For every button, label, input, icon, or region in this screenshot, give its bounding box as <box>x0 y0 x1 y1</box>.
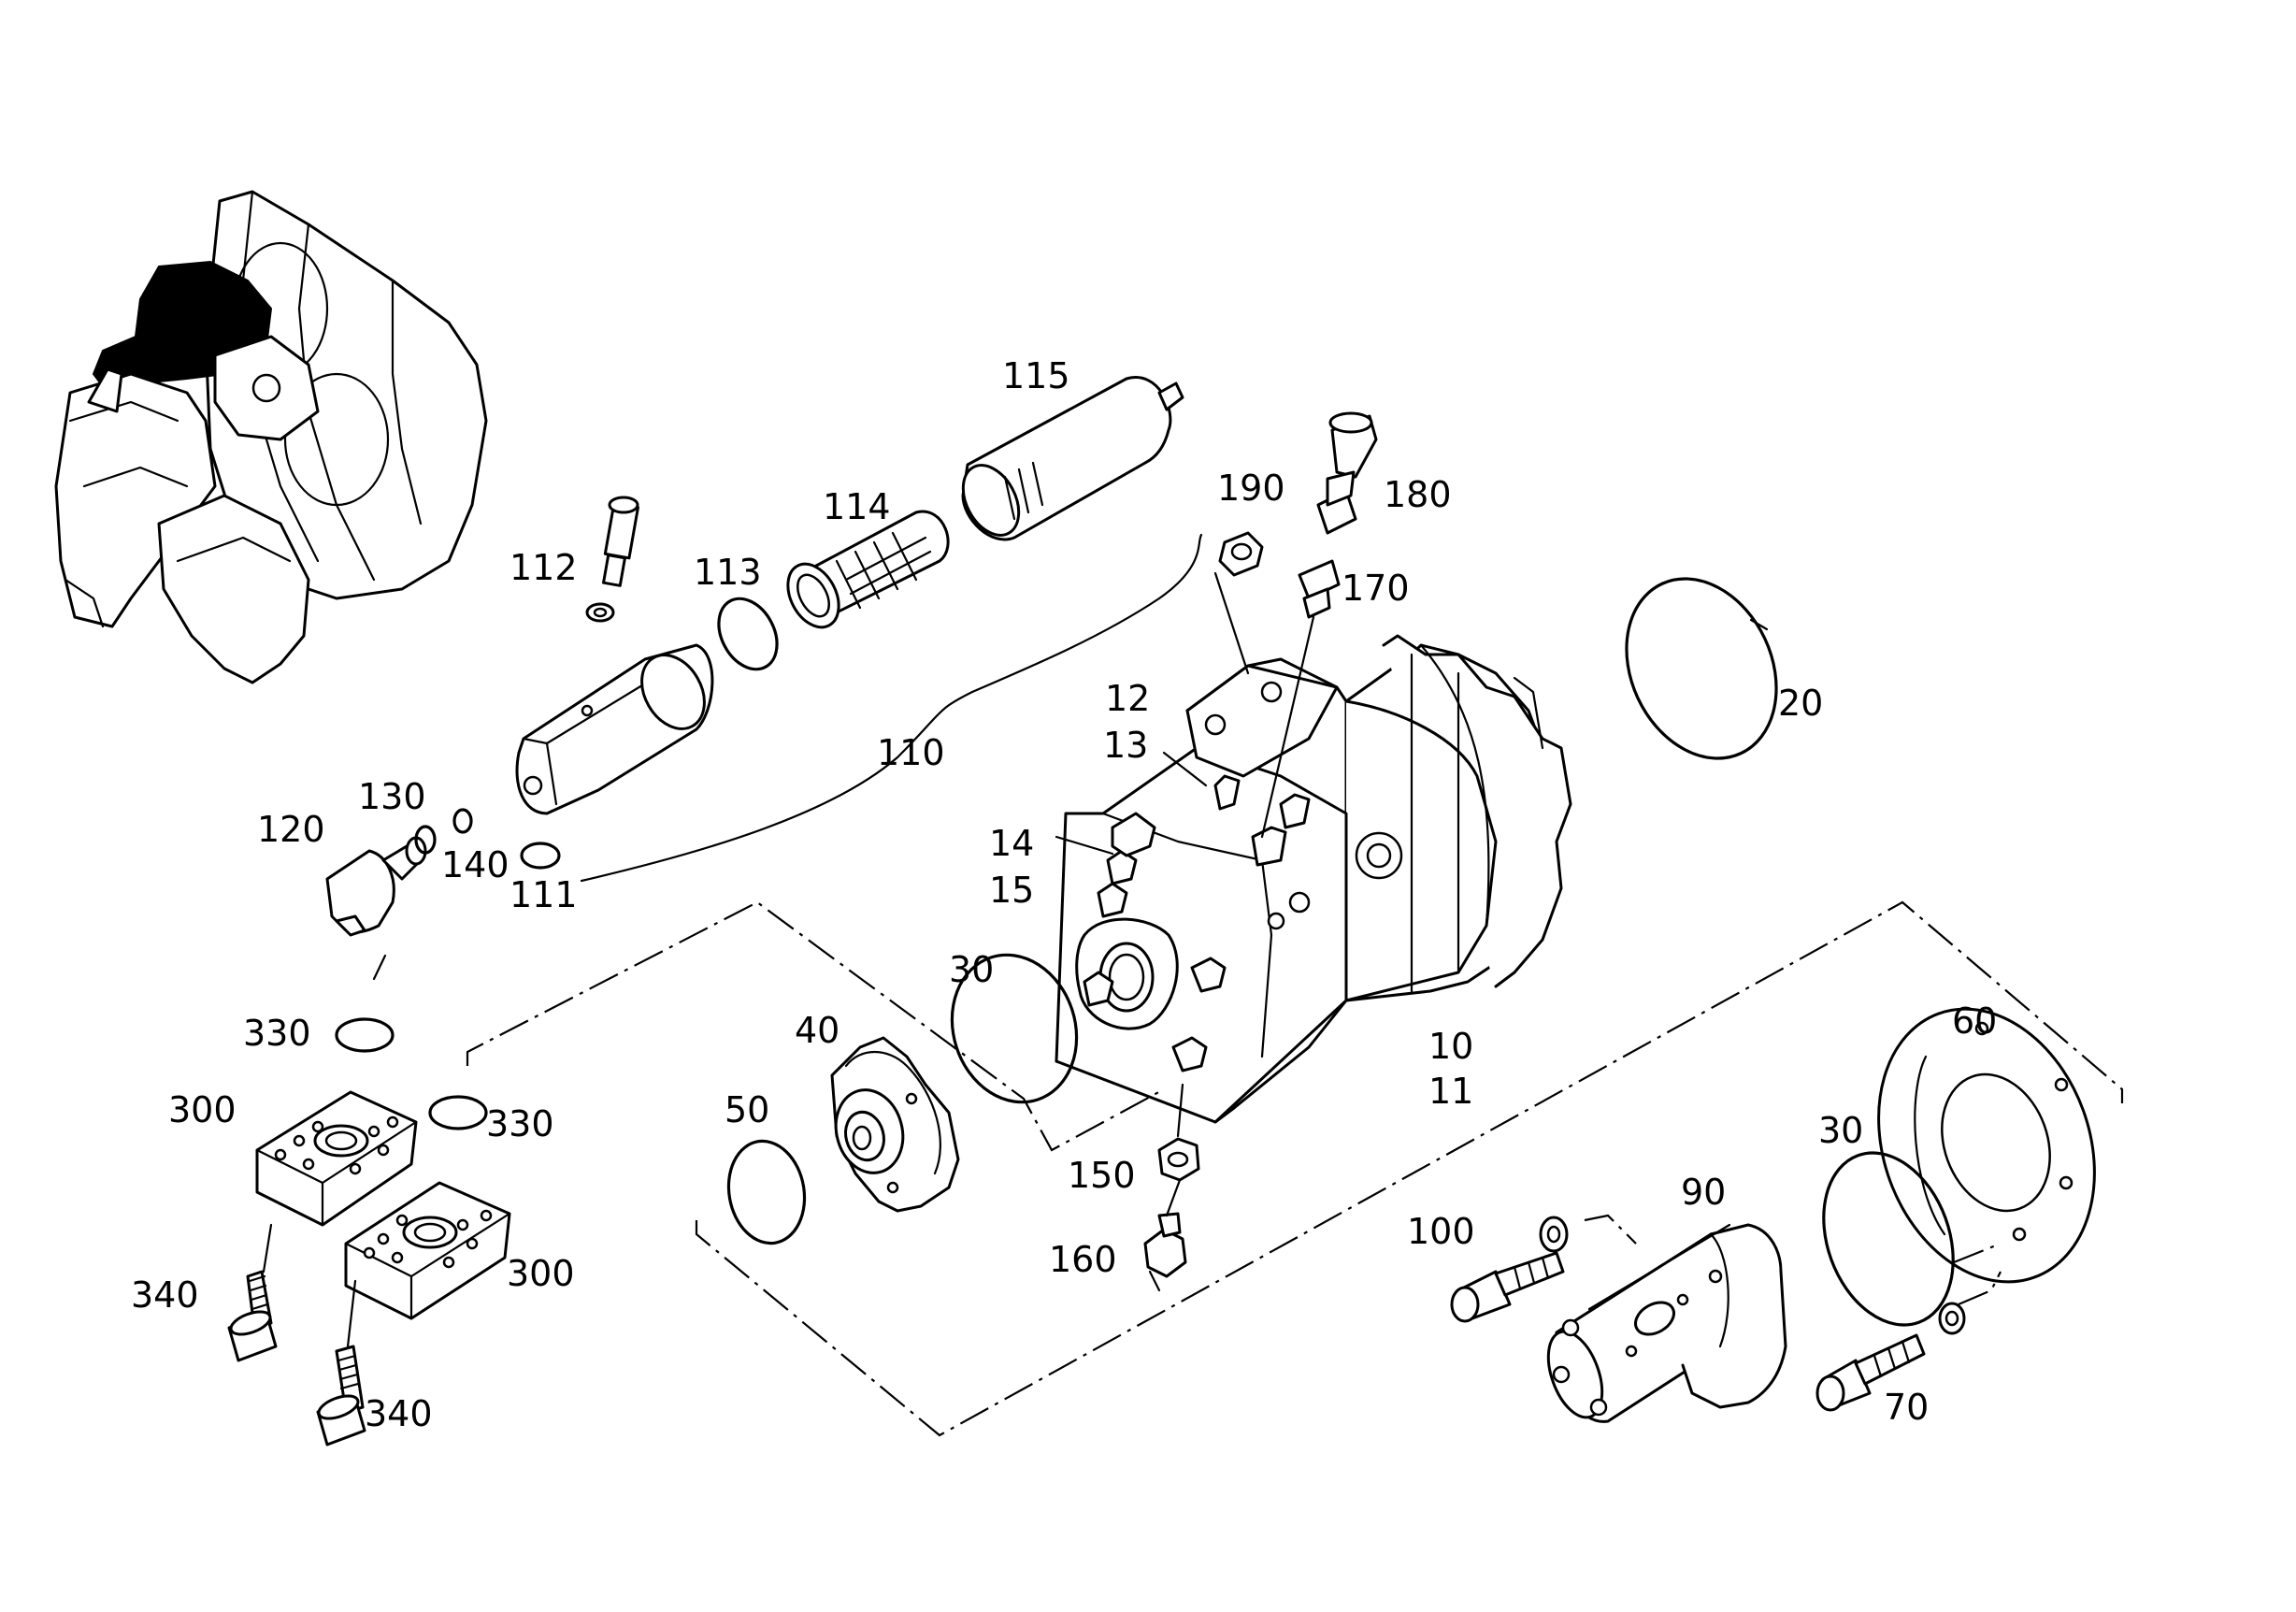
callout-50: 50 <box>725 1089 769 1130</box>
callout-150: 150 <box>1068 1155 1136 1196</box>
bolt-112 <box>585 496 639 623</box>
plate-300-left <box>255 1090 418 1227</box>
callout-115: 115 <box>1002 355 1070 396</box>
bolt-340-right <box>316 1345 366 1446</box>
callout-90: 90 <box>1681 1172 1726 1213</box>
seal-330-right <box>428 1095 488 1130</box>
callout-330-right: 330 <box>486 1103 554 1144</box>
seal-113 <box>717 597 779 671</box>
callout-112: 112 <box>509 547 578 588</box>
seal-140 <box>452 808 473 834</box>
gear-pump-90 <box>1546 1223 1787 1423</box>
callout-340-right: 340 <box>365 1393 433 1434</box>
main-pump-assembly <box>1055 634 1572 1124</box>
filter-head-block <box>515 643 714 815</box>
callout-190: 190 <box>1217 468 1285 509</box>
callout-14: 14 <box>989 823 1034 864</box>
callout-20: 20 <box>1778 683 1823 724</box>
seal-330-left <box>335 1017 395 1053</box>
callout-30-lower: 30 <box>1818 1110 1863 1151</box>
fitting-160 <box>1143 1212 1187 1292</box>
seal-50 <box>726 1139 807 1245</box>
bolt-340-left <box>227 1270 278 1362</box>
filter-screen-114 <box>786 510 950 629</box>
bolt-100 <box>1450 1251 1565 1323</box>
washer-70 <box>1938 1302 1966 1335</box>
washer-100 <box>1539 1216 1569 1253</box>
callout-160: 160 <box>1049 1239 1117 1280</box>
callout-111: 111 <box>509 874 578 915</box>
callout-10: 10 <box>1428 1026 1473 1067</box>
fitting-150 <box>1157 1137 1200 1182</box>
callout-labels: 115 114 190 180 112 113 170 20 12 13 110… <box>131 355 1997 1434</box>
callout-170: 170 <box>1342 568 1410 609</box>
fitting-180 <box>1316 411 1378 535</box>
plug-190 <box>1218 531 1264 577</box>
callout-130: 130 <box>358 776 426 817</box>
fitting-170 <box>1298 559 1341 619</box>
callout-40: 40 <box>795 1010 839 1051</box>
sensor-120 <box>325 836 427 937</box>
callout-114: 114 <box>823 486 891 527</box>
bolt-70 <box>1815 1333 1926 1412</box>
callout-113: 113 <box>694 552 762 593</box>
callout-300-left: 300 <box>168 1089 237 1130</box>
callout-120: 120 <box>257 809 325 850</box>
seal-20 <box>1625 577 1778 760</box>
seal-30-lower <box>1822 1151 1955 1327</box>
callout-100: 100 <box>1407 1211 1475 1252</box>
callout-30-upper: 30 <box>949 949 994 990</box>
callout-60: 60 <box>1952 1000 1997 1042</box>
filter-housing-115 <box>961 376 1184 541</box>
cover-40 <box>830 1036 960 1213</box>
assembly-guide-lines <box>466 900 2124 1437</box>
callout-110: 110 <box>877 732 945 773</box>
plate-300-right <box>344 1181 511 1320</box>
flange-60 <box>1877 1007 2096 1284</box>
seal-30-upper <box>950 953 1079 1104</box>
seal-130 <box>414 825 437 855</box>
callout-12: 12 <box>1105 678 1150 719</box>
seal-111 <box>520 842 561 870</box>
callout-180: 180 <box>1384 474 1452 515</box>
callout-15: 15 <box>989 870 1034 911</box>
reference-assembly-thumbnail <box>54 190 488 684</box>
leader-lines <box>262 571 1769 1348</box>
callout-140: 140 <box>441 844 509 885</box>
callout-11: 11 <box>1428 1071 1473 1112</box>
callout-13: 13 <box>1103 725 1148 766</box>
callout-340-left: 340 <box>131 1274 199 1316</box>
callout-330-left: 330 <box>243 1013 311 1054</box>
hose-110 <box>580 533 1203 883</box>
callout-300-right: 300 <box>507 1253 575 1294</box>
callout-70: 70 <box>1884 1387 1929 1428</box>
